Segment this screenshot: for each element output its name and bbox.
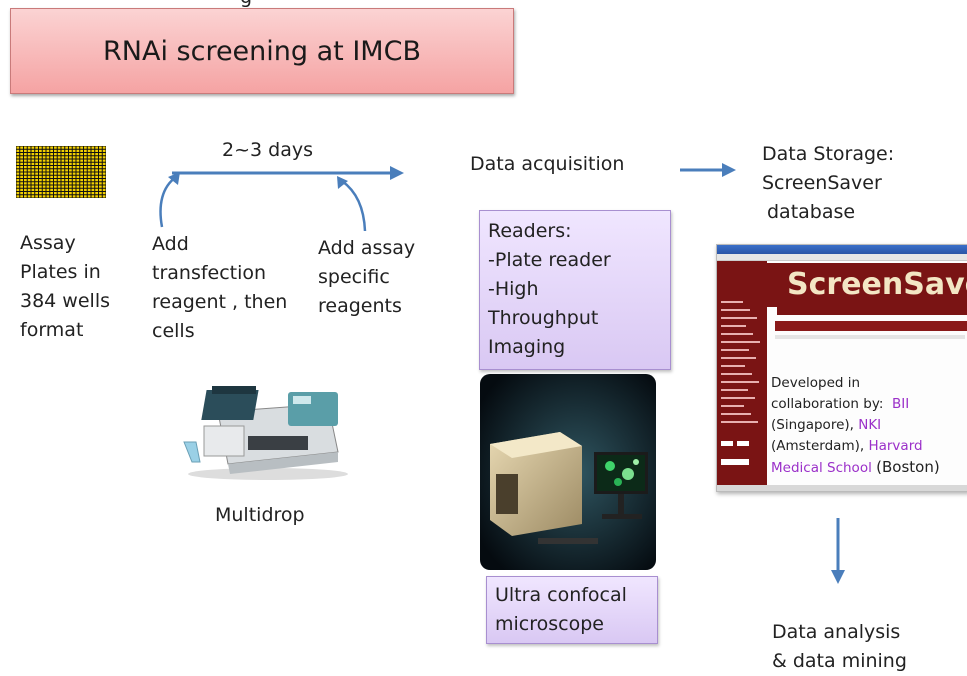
screensaver-pager xyxy=(777,307,967,315)
confocal-box: Ultra confocal microscope xyxy=(486,576,658,644)
boston-text: (Boston) xyxy=(876,458,940,476)
duration-label: 2~3 days xyxy=(222,139,313,161)
plates-line: Plates in xyxy=(20,261,101,283)
readers-box: Readers: -Plate reader -High Throughput … xyxy=(479,210,671,370)
acquisition-to-storage-arrow xyxy=(680,163,736,177)
medical-school-link[interactable]: Medical School xyxy=(771,460,872,476)
step1-line: reagent , then xyxy=(152,291,288,313)
data-analysis-label: Data analysis & data mining xyxy=(772,618,907,676)
developed-line: Developed in xyxy=(771,375,861,391)
storage-line: ScreenSaver xyxy=(762,172,882,194)
screensaver-logo: ScreenSaver xyxy=(767,263,967,307)
singapore-text: (Singapore), xyxy=(771,417,854,433)
storage-line: database xyxy=(767,201,856,223)
step2-curve-arrow xyxy=(341,179,367,232)
readers-line: -High xyxy=(488,278,539,300)
readers-line: Throughput xyxy=(488,307,599,329)
window-titlebar xyxy=(717,245,967,254)
page-title: RNAi screening at IMCB xyxy=(103,35,421,67)
screensaver-screenshot: ScreenSaver Developed in collaboration b… xyxy=(716,244,967,492)
step1-line: transfection xyxy=(152,262,267,284)
confocal-microscope-image xyxy=(480,374,656,570)
step1-label: Add transfection reagent , then cells xyxy=(152,230,287,346)
plates-line: format xyxy=(20,319,84,341)
multidrop-label: Multidrop xyxy=(215,504,305,526)
title-box: RNAi screening at IMCB xyxy=(10,8,514,94)
developed-line: collaboration by: xyxy=(771,396,884,412)
screensaver-table-header xyxy=(775,321,967,331)
storage-line: Data Storage: xyxy=(762,143,895,165)
developed-text: Developed in collaboration by: BII (Sing… xyxy=(771,373,940,479)
nki-link[interactable]: NKI xyxy=(858,417,882,433)
harvard-link[interactable]: Harvard xyxy=(868,438,923,454)
data-acquisition-label: Data acquisition xyxy=(470,153,625,175)
step2-line: specific xyxy=(318,266,390,288)
confocal-line: Ultra confocal xyxy=(495,584,627,606)
analysis-line: Data analysis xyxy=(772,621,901,643)
data-storage-label: Data Storage: ScreenSaver database xyxy=(762,140,894,227)
plate-grid-graphic xyxy=(16,146,106,198)
timeline-arrowhead xyxy=(390,166,404,180)
step2-arrowhead xyxy=(337,176,348,189)
cut-off-text: g xyxy=(240,0,252,8)
step1-arrowhead xyxy=(168,172,180,185)
confocal-line: microscope xyxy=(495,613,604,635)
step2-label: Add assay specific reagents xyxy=(318,234,415,321)
step2-line: Add assay xyxy=(318,237,416,259)
screensaver-sidebar xyxy=(717,261,767,491)
sidebar-menu-items xyxy=(721,301,760,465)
window-menubar xyxy=(717,254,967,261)
plates-line: 384 wells xyxy=(20,290,110,312)
step1-curve-arrow xyxy=(159,175,177,228)
assay-plate-image xyxy=(16,146,106,198)
readers-line: Readers: xyxy=(488,220,572,242)
readers-line: Imaging xyxy=(488,336,566,358)
multidrop-device-image xyxy=(183,386,348,480)
plates-line: Assay xyxy=(20,232,76,254)
amsterdam-text: (Amsterdam), xyxy=(771,438,865,454)
step1-line: Add xyxy=(152,233,189,255)
step2-line: reagents xyxy=(318,295,402,317)
step1-line: cells xyxy=(152,320,195,342)
storage-to-analysis-arrow xyxy=(831,518,845,584)
assay-plates-label: Assay Plates in 384 wells format xyxy=(20,229,110,345)
readers-line: -Plate reader xyxy=(488,249,611,271)
screensaver-status-bar xyxy=(717,485,967,491)
timeline-arrows xyxy=(159,166,404,232)
bii-link[interactable]: BII xyxy=(891,396,910,412)
screensaver-table-row xyxy=(775,335,965,339)
analysis-line: & data mining xyxy=(772,650,907,672)
